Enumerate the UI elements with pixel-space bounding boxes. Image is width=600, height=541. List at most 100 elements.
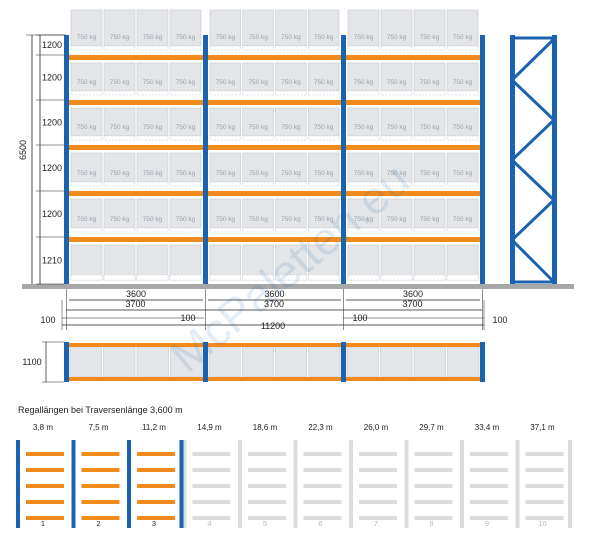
legend-beam bbox=[470, 500, 508, 504]
plan-upright bbox=[203, 342, 208, 382]
legend-beam bbox=[81, 516, 120, 520]
pallet-base bbox=[446, 135, 479, 141]
length-meters-label: 22,3 m bbox=[308, 423, 333, 432]
legend-beam bbox=[414, 500, 453, 504]
load-label: 750 kg bbox=[354, 216, 374, 223]
plan-beam bbox=[208, 343, 341, 347]
pallet-base bbox=[347, 135, 380, 141]
load-label: 750 kg bbox=[216, 34, 236, 41]
load-box bbox=[275, 9, 307, 47]
pallet-base bbox=[413, 45, 446, 51]
depth-label: 1100 bbox=[22, 357, 41, 367]
beam-length-label: 3600 bbox=[403, 289, 423, 299]
pallet-base bbox=[136, 274, 169, 281]
length-index-label: 5 bbox=[263, 519, 267, 528]
total-length-label: 11200 bbox=[261, 321, 285, 331]
beam bbox=[346, 55, 480, 60]
load-label: 750 kg bbox=[143, 170, 163, 177]
bay-length-label: 3700 bbox=[125, 299, 145, 309]
load-box bbox=[136, 198, 169, 229]
load-label: 750 kg bbox=[176, 79, 196, 86]
pallet-base bbox=[275, 274, 307, 281]
length-index-label: 4 bbox=[207, 519, 211, 528]
legend-upright bbox=[238, 440, 242, 528]
load-box bbox=[169, 107, 202, 137]
level-height-label: 1200 bbox=[42, 163, 62, 173]
plan-beam bbox=[346, 377, 480, 381]
load-label: 750 kg bbox=[314, 170, 334, 177]
pallet-base bbox=[413, 135, 446, 141]
load-box bbox=[380, 198, 413, 229]
bay-length-label: 3700 bbox=[402, 299, 422, 309]
load-label: 750 kg bbox=[248, 216, 268, 223]
legend-beam bbox=[303, 452, 342, 456]
legend-beam bbox=[137, 468, 175, 472]
load-box bbox=[446, 62, 479, 92]
legend-beam bbox=[303, 516, 342, 520]
pallet-base bbox=[380, 135, 413, 141]
legend-beam bbox=[525, 468, 564, 472]
legend-beam bbox=[248, 452, 286, 456]
top-view: 1100 bbox=[22, 341, 485, 383]
load-box bbox=[380, 9, 413, 47]
legend-beam bbox=[192, 468, 231, 472]
legend-upright bbox=[179, 440, 184, 528]
legend-upright bbox=[182, 440, 187, 528]
length-meters-label: 37,1 m bbox=[530, 423, 555, 432]
load-box bbox=[103, 107, 136, 137]
legend-beam bbox=[81, 452, 120, 456]
legend-beam bbox=[525, 516, 564, 520]
beam bbox=[69, 237, 203, 242]
legend-upright bbox=[404, 440, 409, 528]
load-box bbox=[70, 198, 103, 229]
beam bbox=[69, 100, 203, 105]
length-meters-label: 3,8 m bbox=[33, 423, 53, 432]
load-label: 750 kg bbox=[387, 216, 407, 223]
plan-box bbox=[380, 346, 413, 378]
beam bbox=[346, 145, 480, 150]
legend-beam bbox=[26, 484, 64, 488]
load-box bbox=[209, 198, 242, 229]
legend-upright bbox=[568, 440, 572, 528]
plan-upright bbox=[480, 342, 485, 382]
load-box bbox=[380, 152, 413, 183]
pallet-base bbox=[347, 227, 380, 233]
load-box bbox=[242, 107, 274, 137]
load-label: 750 kg bbox=[143, 79, 163, 86]
pallet-base bbox=[446, 227, 479, 233]
load-box bbox=[70, 9, 103, 47]
pallet-base bbox=[413, 274, 446, 281]
legend-beam bbox=[359, 484, 397, 488]
level-height-label: 1200 bbox=[42, 73, 62, 83]
legend-beam bbox=[470, 484, 508, 488]
load-label: 750 kg bbox=[216, 216, 236, 223]
pallet-base bbox=[70, 181, 103, 187]
load-label: 750 kg bbox=[216, 170, 236, 177]
load-label: 750 kg bbox=[248, 124, 268, 131]
legend-beam bbox=[26, 500, 64, 504]
legend-beam bbox=[248, 484, 286, 488]
plan-box bbox=[275, 346, 308, 378]
load-box bbox=[169, 9, 202, 47]
load-box bbox=[103, 62, 136, 92]
overhang-right-label: 100 bbox=[492, 315, 507, 325]
pallet-base bbox=[413, 181, 446, 187]
load-box bbox=[209, 152, 242, 183]
plan-box bbox=[69, 346, 102, 378]
legend-beam bbox=[303, 468, 342, 472]
legend-beam bbox=[525, 500, 564, 504]
load-box bbox=[209, 9, 242, 47]
pallet-base bbox=[70, 135, 103, 141]
beam bbox=[208, 55, 341, 60]
level-height-label: 1200 bbox=[42, 40, 62, 50]
load-box bbox=[242, 152, 274, 183]
pallet-base bbox=[169, 45, 202, 51]
plan-beam bbox=[69, 343, 203, 347]
load-box bbox=[446, 152, 479, 183]
legend-beam bbox=[470, 452, 508, 456]
load-label: 750 kg bbox=[387, 34, 407, 41]
beam bbox=[208, 100, 341, 105]
load-box bbox=[70, 107, 103, 137]
legend-beam bbox=[81, 484, 120, 488]
